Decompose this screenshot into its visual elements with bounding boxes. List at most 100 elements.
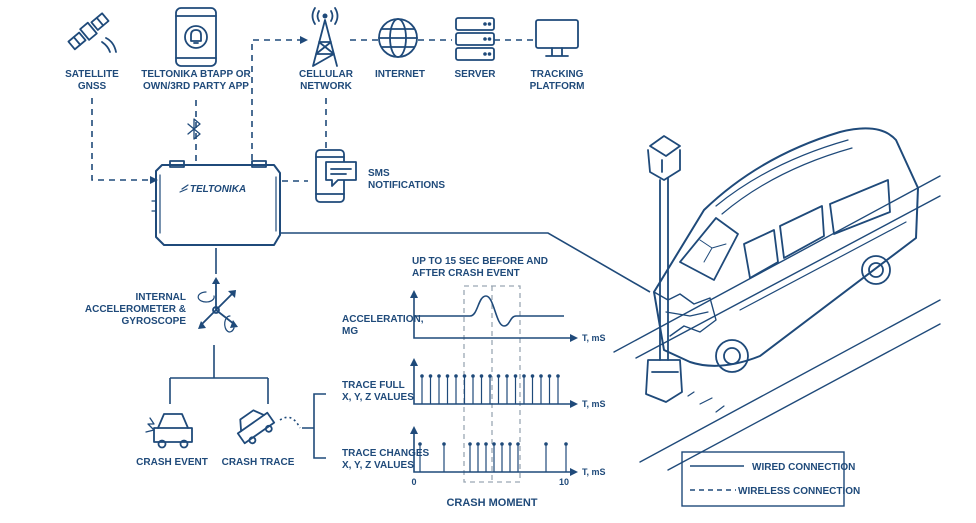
trace-full-axes — [413, 364, 572, 405]
svg-text:INTERNAL: INTERNAL — [135, 292, 186, 303]
tick-start: 0 — [411, 477, 416, 487]
svg-text:GNSS: GNSS — [78, 81, 107, 92]
teltonika-device-icon: TELTONIKA — [151, 160, 281, 246]
cell-tower-icon — [311, 7, 339, 67]
trace-full-row: TRACE FULL X, Y, Z VALUES T, mS — [342, 358, 606, 409]
satellite-icon — [67, 12, 117, 53]
crash-window-label: UP TO 15 SEC BEFORE AND AFTER CRASH EVEN… — [412, 256, 548, 279]
sample-dot — [522, 374, 526, 378]
satellite-link — [91, 98, 150, 181]
sample-dot — [445, 374, 450, 378]
internet-label: INTERNET — [375, 69, 425, 80]
legend-wireless-label: WIRELESS CONNECTION — [738, 486, 860, 497]
sample-dot — [454, 374, 458, 378]
accel-branch-wire — [169, 345, 269, 404]
svg-text:ACCELERATION,: ACCELERATION, — [342, 314, 424, 325]
svg-text:X, Y, Z VALUES: X, Y, Z VALUES — [342, 392, 414, 403]
app-label: TELTONIKA BTAPP OR OWN/3RD PARTY APP — [141, 69, 251, 92]
svg-text:TRACE FULL: TRACE FULL — [342, 380, 405, 391]
svg-text:SMS: SMS — [368, 168, 390, 179]
trace-changes-row: TRACE CHANGES X, Y, Z VALUES T, mS — [342, 426, 606, 477]
svg-text:SATELLITE: SATELLITE — [65, 69, 119, 80]
accelerometer-icon — [197, 277, 238, 333]
bluetooth-icon — [187, 118, 201, 140]
svg-text:TRACKING: TRACKING — [531, 69, 584, 80]
sample-dot — [492, 442, 496, 446]
trace-dotted-link — [279, 416, 301, 429]
sample-dot — [500, 442, 504, 446]
crash-moment-label: CRASH MOMENT — [446, 497, 537, 509]
svg-text:OWN/3RD PARTY APP: OWN/3RD PARTY APP — [143, 81, 249, 92]
sample-dot — [505, 374, 509, 378]
crash-trace-car-icon — [236, 409, 276, 445]
svg-text:X, Y, Z VALUES: X, Y, Z VALUES — [342, 460, 414, 471]
svg-text:NETWORK: NETWORK — [300, 81, 352, 92]
cellular-link — [251, 39, 300, 160]
acceleration-row: ACCELERATION, MG T, mS — [342, 290, 606, 343]
server-label: SERVER — [455, 69, 497, 80]
crash-car-icon — [145, 413, 193, 449]
sample-dot — [442, 442, 446, 446]
sample-dot — [437, 374, 441, 378]
server-icon — [455, 17, 495, 61]
legend: WIRED CONNECTION WIRELESS CONNECTION — [681, 451, 860, 507]
globe-icon — [378, 18, 418, 58]
sample-dot — [516, 442, 520, 446]
svg-text:AFTER CRASH EVENT: AFTER CRASH EVENT — [412, 268, 520, 279]
legend-wired-label: WIRED CONNECTION — [752, 462, 855, 473]
tick-end: 10 — [559, 477, 569, 487]
sample-dot — [513, 374, 518, 378]
acceleration-axes — [413, 296, 572, 339]
crash-trace-label: CRASH TRACE — [222, 457, 295, 468]
sample-dot — [476, 442, 480, 446]
crash-event-label: CRASH EVENT — [136, 457, 208, 468]
svg-text:GYROSCOPE: GYROSCOPE — [122, 316, 187, 327]
svg-text:PLATFORM: PLATFORM — [530, 81, 585, 92]
sample-dot — [530, 374, 535, 378]
trace-bracket — [302, 393, 326, 459]
svg-text:T, mS: T, mS — [582, 399, 606, 409]
svg-text:T, mS: T, mS — [582, 333, 606, 343]
phone-bell-icon — [175, 7, 217, 67]
tracking-label: TRACKING PLATFORM — [530, 69, 585, 92]
sample-dot — [556, 374, 560, 378]
svg-text:MG: MG — [342, 326, 358, 337]
sample-dot — [462, 374, 467, 378]
sample-dot — [484, 442, 488, 446]
sample-dot — [420, 374, 424, 378]
svg-text:CELLULAR: CELLULAR — [299, 69, 354, 80]
sample-dot — [508, 442, 512, 446]
trace-full-samples — [420, 374, 560, 404]
sample-dot — [496, 374, 501, 378]
svg-text:UP TO 15 SEC BEFORE AND: UP TO 15 SEC BEFORE AND — [412, 256, 548, 267]
trace-changes-axes — [413, 432, 572, 473]
monitor-icon — [535, 19, 579, 57]
sample-dot — [539, 374, 543, 378]
crashed-van-icon — [653, 127, 919, 373]
street-lamp-icon — [645, 135, 683, 403]
svg-text:NOTIFICATIONS: NOTIFICATIONS — [368, 180, 445, 191]
sample-dot — [547, 374, 552, 378]
svg-text:T, mS: T, mS — [582, 467, 606, 477]
sms-phone-icon — [315, 149, 357, 203]
sample-dot — [471, 374, 475, 378]
svg-text:TRACE CHANGES: TRACE CHANGES — [342, 448, 430, 459]
accelerometer-label: INTERNAL ACCELEROMETER & GYROSCOPE — [85, 292, 186, 327]
sample-dot — [544, 442, 548, 446]
street-scene — [613, 175, 941, 471]
satellite-label: SATELLITE GNSS — [65, 69, 119, 92]
acceleration-curve — [414, 295, 564, 327]
cellular-label: CELLULAR NETWORK — [299, 69, 354, 92]
sample-dot — [428, 374, 433, 378]
trace-changes-samples — [418, 442, 568, 472]
sample-dot — [564, 442, 568, 446]
sms-label: SMS NOTIFICATIONS — [368, 168, 445, 191]
sample-dot — [488, 374, 492, 378]
device-brand-label: TELTONIKA — [190, 184, 246, 195]
svg-text:ACCELEROMETER &: ACCELEROMETER & — [85, 304, 186, 315]
sample-dot — [479, 374, 484, 378]
sample-dot — [468, 442, 472, 446]
svg-text:TELTONIKA BTAPP OR: TELTONIKA BTAPP OR — [141, 69, 251, 80]
device-van-wire — [280, 232, 651, 293]
